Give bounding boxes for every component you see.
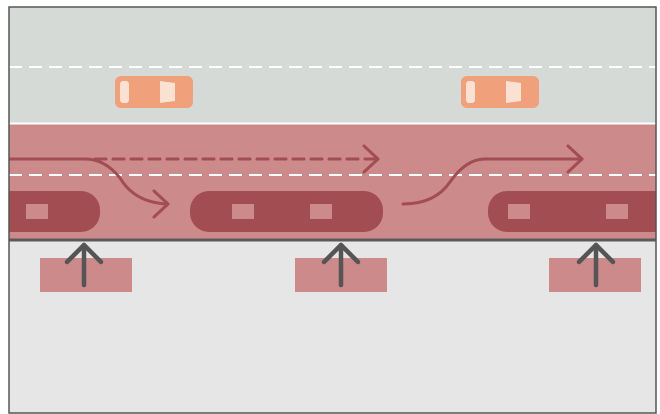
bus-icon [488,191,656,232]
traffic-lane [9,7,656,124]
bus-stop [295,242,387,292]
route-arrow-dashed-straight [93,144,380,174]
route-arrow-out-of-lane [401,144,584,206]
bus-icon [190,191,383,232]
bus-icon [9,191,100,232]
up-arrow-icon [576,242,616,288]
bus-stop [40,242,132,292]
up-arrow-icon [64,242,104,288]
diagram-frame [8,6,657,414]
up-arrow-icon [321,242,361,288]
car-icon [461,76,539,108]
bus-stop [549,242,641,292]
car-icon [115,76,193,108]
route-arrow-into-lane [9,157,170,219]
